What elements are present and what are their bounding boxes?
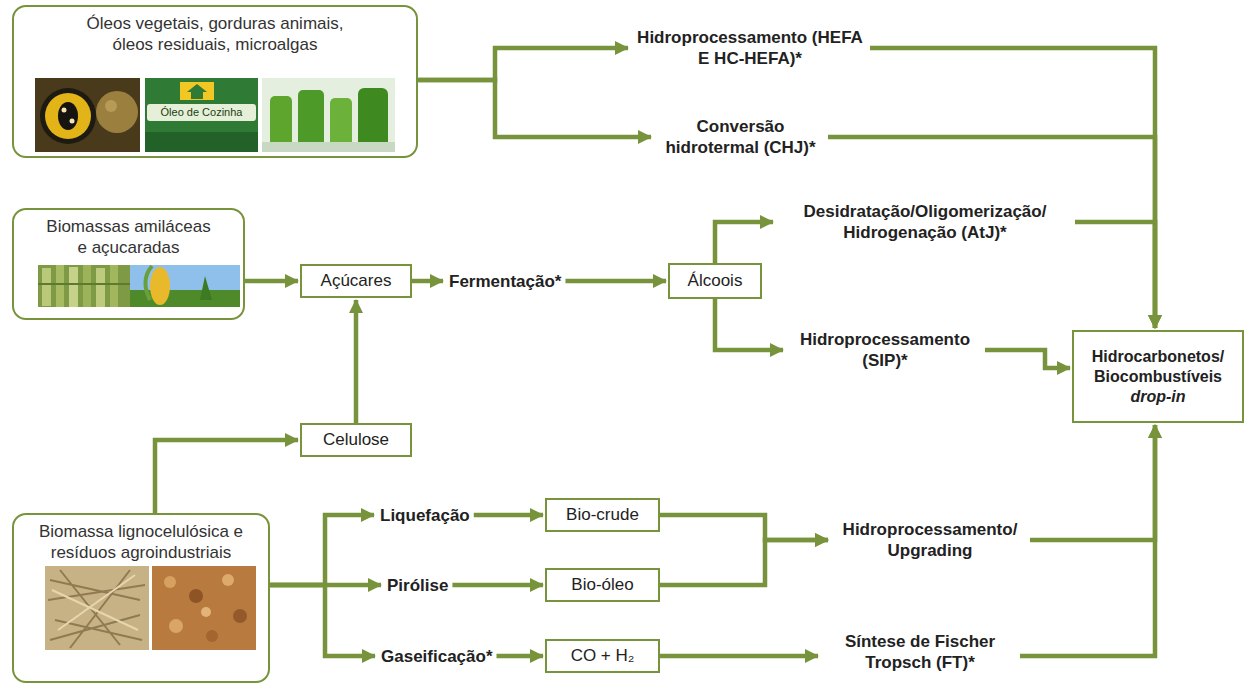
- flow-arrow: [660, 540, 828, 585]
- flow-arrow: [245, 279, 298, 284]
- node-text: Bio-crude: [566, 505, 639, 525]
- process-label: Fermentação*: [445, 268, 565, 295]
- photo-sign-text: Óleo de Cozinha: [147, 104, 256, 121]
- process-box: Bio-óleo: [545, 568, 660, 602]
- process-label: Conversão hidrotermal (CHJ)*: [653, 113, 828, 161]
- process-box: Açúcares: [300, 264, 412, 298]
- flow-arrow: [452, 583, 543, 588]
- node-text: Açúcares: [321, 271, 392, 291]
- process-label: Liquefação: [376, 502, 474, 529]
- process-box: CO + H₂: [545, 639, 660, 673]
- sugarcane-photo: [38, 265, 130, 307]
- fruit-photo: [35, 78, 140, 152]
- node-text: Liquefação: [380, 505, 470, 526]
- process-label: Hidroprocessamento (HEFA E HC-HEFA)*: [630, 24, 870, 72]
- flow-arrow: [660, 654, 818, 659]
- node-text: Fermentação*: [449, 271, 561, 292]
- node-text: Álcoois: [688, 271, 743, 291]
- process-box: Celulose: [300, 423, 412, 457]
- flow-arrow: [412, 279, 443, 284]
- flow-arrow: [870, 48, 1155, 328]
- flow-arrow: [660, 515, 828, 540]
- flow-arrow: [354, 300, 359, 423]
- node-text: Hidrocarbonetos/ Biocombustíveis: [1080, 347, 1236, 387]
- microalgae-photo: [262, 78, 395, 152]
- process-label: Pirólise: [383, 572, 452, 599]
- node-text: CO + H₂: [571, 646, 635, 666]
- source-box: Biomassas amiláceas e açucaradas: [12, 208, 245, 320]
- node-text: Hidroprocessamento (SIP)*: [789, 329, 981, 371]
- flow-arrow: [565, 279, 666, 284]
- node-text: Gaseificação*: [381, 646, 493, 667]
- node-text: Síntese de Fischer Tropsch (FT)*: [824, 631, 1016, 673]
- process-label: Hidroprocessamento/ Upgrading: [830, 516, 1030, 564]
- process-label: Síntese de Fischer Tropsch (FT)*: [820, 628, 1020, 676]
- flow-arrow: [270, 515, 374, 585]
- oil-sign-photo: [145, 78, 258, 152]
- flow-arrow: [1030, 425, 1155, 540]
- node-text: Óleos vegetais, gorduras animais, óleos …: [14, 7, 416, 55]
- node-text: Biomassa lignocelulósica e resíduos agro…: [14, 515, 268, 563]
- flow-arrow: [497, 654, 543, 659]
- flow-arrow: [474, 513, 543, 518]
- flow-arrow: [715, 299, 783, 350]
- process-box: Hidrocarbonetos/ Biocombustíveisdrop-in: [1072, 330, 1244, 423]
- node-text: Bio-óleo: [571, 575, 633, 595]
- flow-arrow: [715, 222, 773, 263]
- node-text: Hidroprocessamento/ Upgrading: [834, 519, 1026, 561]
- process-label: Gaseificação*: [377, 643, 497, 670]
- process-box: Bio-crude: [545, 498, 660, 532]
- source-box: Biomassa lignocelulósica e resíduos agro…: [12, 513, 270, 683]
- source-box: Óleos vegetais, gorduras animais, óleos …: [12, 5, 418, 158]
- flow-arrow: [985, 350, 1070, 368]
- flow-arrow: [1020, 425, 1155, 656]
- process-box: Álcoois: [668, 263, 762, 299]
- node-text: Celulose: [323, 430, 389, 450]
- process-label: Desidratação/Oligomerização/ Hidrogenaçã…: [775, 198, 1075, 246]
- corn-photo: [130, 265, 240, 307]
- node-text: drop-in: [1130, 387, 1185, 407]
- flow-arrow: [418, 80, 651, 137]
- straw-photo: [45, 566, 149, 650]
- node-text: Pirólise: [387, 575, 448, 596]
- node-text: Conversão hidrotermal (CHJ)*: [657, 116, 824, 158]
- node-text: Hidroprocessamento (HEFA E HC-HEFA)*: [634, 27, 866, 69]
- flow-arrow: [270, 585, 375, 656]
- node-text: Desidratação/Oligomerização/ Hidrogenaçã…: [779, 201, 1071, 243]
- flow-arrow: [418, 48, 628, 80]
- process-label: Hidroprocessamento (SIP)*: [785, 326, 985, 374]
- bagasse-photo: [152, 566, 256, 650]
- node-text: Biomassas amiláceas e açucaradas: [14, 210, 243, 258]
- flow-arrow: [155, 440, 298, 513]
- flow-arrow: [1075, 222, 1155, 328]
